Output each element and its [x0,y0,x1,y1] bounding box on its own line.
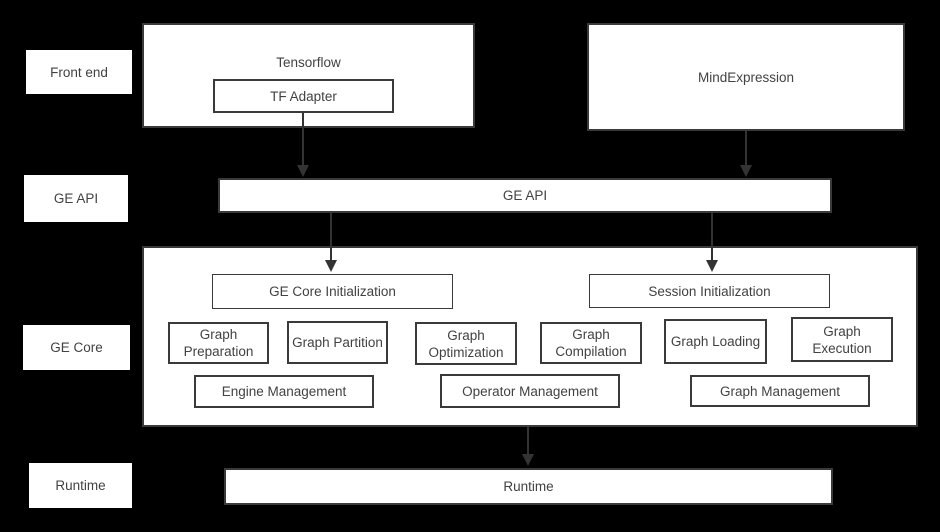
engine-management-box: Engine Management [194,375,374,408]
arrow-shaft [302,113,304,165]
operator-management-box: Operator Management [440,374,620,408]
tensorflow-box: Tensorflow TF Adapter [142,23,475,128]
side-label-ge-api: GE API [24,175,128,222]
arrow-shaft [711,213,713,260]
arrow-ge-api-to-session-init [706,213,718,272]
arrow-mindexpression-to-ge-api [740,131,752,177]
tensorflow-title: Tensorflow [276,55,341,70]
ge-core-box: GE Core Initialization Session Initializ… [142,246,918,427]
arrow-shaft [330,213,332,260]
arrow-down-icon [740,165,752,177]
arrow-ge-api-to-core-init [325,213,337,272]
graph-optimization-box: Graph Optimization [415,322,517,365]
graph-management-box: Graph Management [690,375,870,407]
side-label-runtime: Runtime [29,463,132,508]
arrow-down-icon [706,260,718,272]
runtime-bar: Runtime [224,468,833,505]
graph-execution-box: Graph Execution [791,317,893,362]
arrow-down-icon [297,165,309,177]
arrow-down-icon [325,260,337,272]
arrow-shaft [527,427,529,454]
ge-core-initialization-box: GE Core Initialization [212,274,453,309]
graph-loading-box: Graph Loading [664,319,767,364]
session-initialization-box: Session Initialization [589,274,830,308]
side-label-front-end: Front end [26,50,132,94]
ge-api-bar: GE API [218,178,832,213]
side-label-ge-core: GE Core [23,325,130,370]
arrow-ge-core-to-runtime [522,427,534,466]
mindexpression-box: MindExpression [587,23,905,131]
graph-partition-box: Graph Partition [287,321,388,364]
arrow-down-icon [522,454,534,466]
tf-adapter-box: TF Adapter [213,79,394,113]
arrow-tf-adapter-to-ge-api [297,113,309,177]
graph-compilation-box: Graph Compilation [540,322,642,364]
graph-preparation-box: Graph Preparation [168,322,269,364]
arrow-shaft [745,131,747,165]
